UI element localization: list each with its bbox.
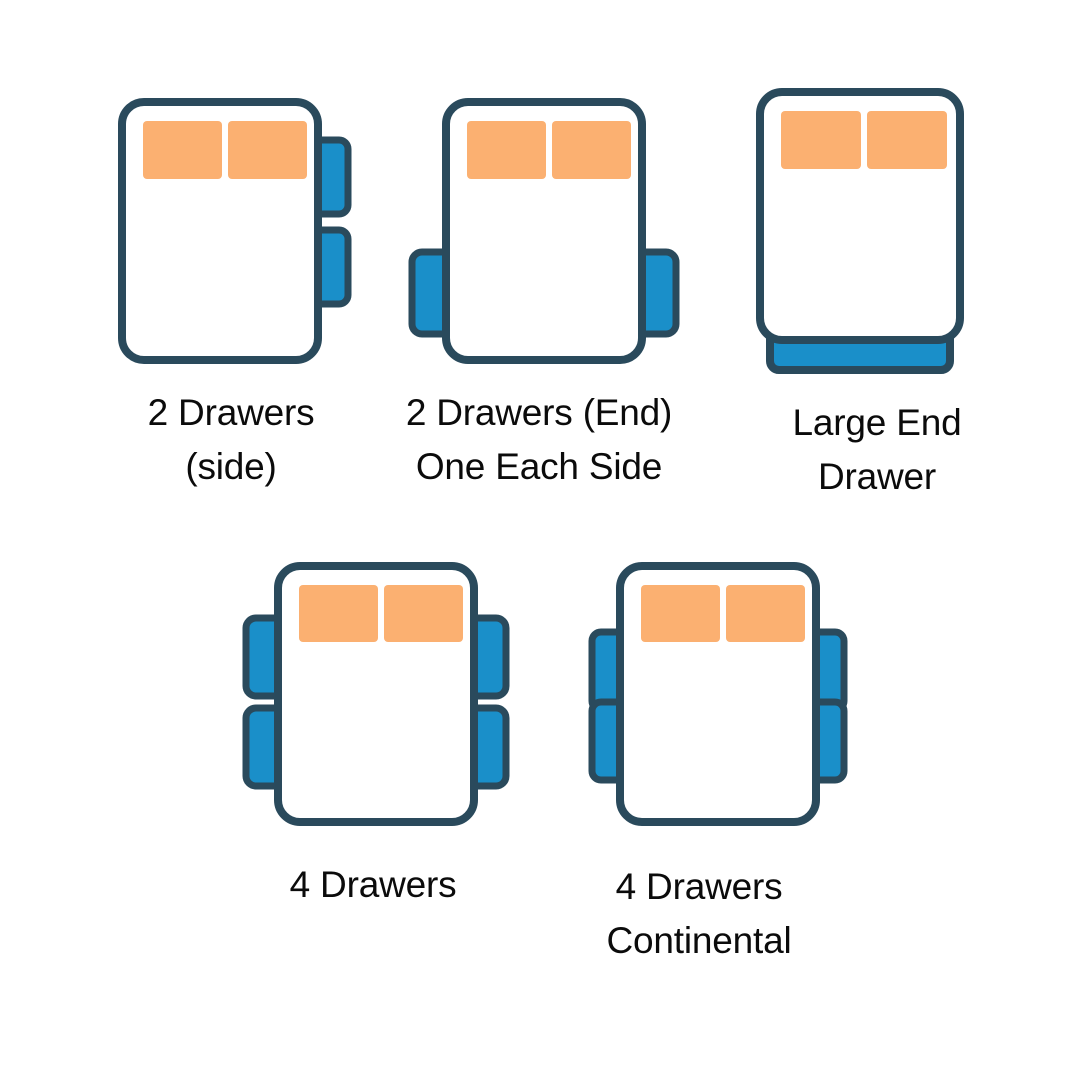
bed-diagram-four-drawers-continental bbox=[588, 562, 848, 826]
bed-option-four-drawers-continental[interactable] bbox=[582, 556, 854, 832]
bed-option-label-four-drawers: 4 Drawers bbox=[289, 864, 457, 905]
pillow-right bbox=[867, 111, 947, 169]
bed-option-two-drawers-end[interactable] bbox=[404, 92, 684, 372]
pillow-left bbox=[641, 585, 720, 642]
bed-diagram-large-end-drawer bbox=[756, 88, 964, 374]
bed-option-label-two-drawers-side: 2 Drawers (side) bbox=[147, 392, 315, 487]
pillow-left bbox=[143, 121, 222, 179]
bed-option-label-large-end-drawer: Large End Drawer bbox=[792, 402, 962, 497]
bed-option-label-four-drawers-continental: 4 Drawers Continental bbox=[606, 866, 792, 961]
bed-option-large-end-drawer[interactable] bbox=[750, 82, 970, 382]
pillow-right bbox=[726, 585, 805, 642]
pillow-left bbox=[781, 111, 861, 169]
bed-option-four-drawers[interactable] bbox=[236, 556, 516, 832]
bed-option-label-two-drawers-end: 2 Drawers (End) One Each Side bbox=[405, 392, 673, 487]
bed-diagram-two-drawers-side bbox=[118, 98, 352, 364]
pillow-left bbox=[467, 121, 546, 179]
pillow-right bbox=[228, 121, 307, 179]
bed-option-two-drawers-side[interactable] bbox=[110, 92, 360, 372]
pillow-right bbox=[384, 585, 463, 642]
bed-diagram-four-drawers bbox=[242, 562, 510, 826]
pillow-left bbox=[299, 585, 378, 642]
pillow-right bbox=[552, 121, 631, 179]
bed-diagram-two-drawers-end bbox=[408, 98, 680, 364]
